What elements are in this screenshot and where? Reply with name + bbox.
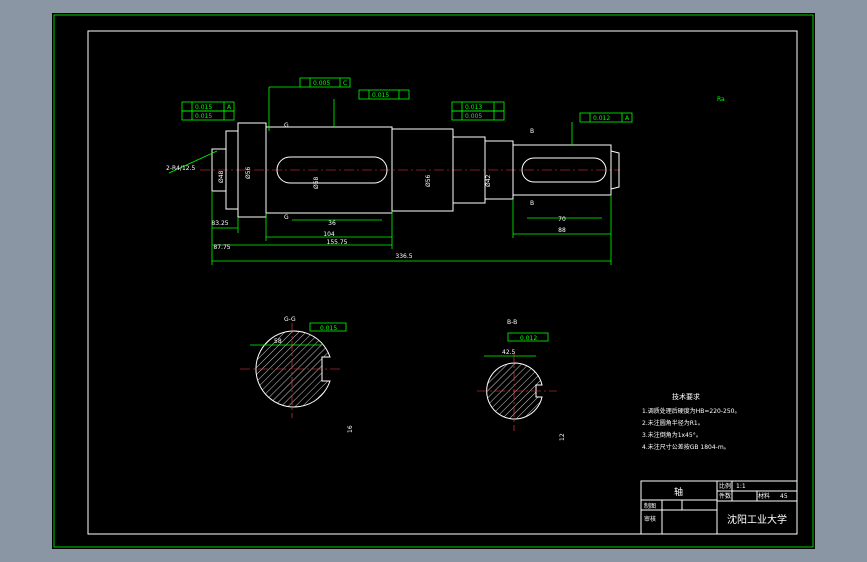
section-b-top: B [530,128,534,135]
inner-frame [87,30,798,535]
tol-4: 0.015 [372,92,389,99]
tech-note-1: 1.调质处理后硬度为HB=220-250。 [642,407,740,415]
qty-label: 件数 [719,492,731,500]
material-label: 材料 [758,492,770,500]
datum-ref-a2: A [625,115,630,122]
scale-value: 1:1 [736,483,746,490]
tech-notes-title: 技术要求 [672,392,700,401]
gg-width: 58 [274,338,282,345]
datum-ref-c: C [343,80,347,87]
part-name: 轴 [674,486,683,498]
dim-155-75: 155.75 [327,239,348,246]
title-block [640,480,798,535]
bb-width: 42.5 [502,349,516,356]
dia-c: Ø58 [313,176,320,189]
dimension-lines [168,150,612,265]
cad-viewport[interactable]: 336.5 155.75 104 87.75 83.25 36 70 88 2-… [52,13,815,549]
drawing-canvas: 336.5 155.75 104 87.75 83.25 36 70 88 2-… [53,14,814,548]
dim-chamfer: 2-R4/12.5 [166,165,196,172]
outer-frame [53,14,814,548]
section-g-bottom: G [284,214,289,221]
scale-label: 比例 [719,482,731,490]
tol-6: 0.005 [465,113,482,120]
shaft-outline [211,122,620,218]
tol-3: 0.005 [313,80,330,87]
dim-88: 88 [558,227,566,234]
dia-a: Ø48 [218,170,225,183]
bb-key: 12 [559,433,566,441]
tech-note-2: 2.未注圆角半径为R1。 [642,419,704,427]
dim-70: 70 [558,216,566,223]
material-value: 45 [780,493,788,500]
dim-83-25: 83.25 [211,220,228,227]
section-bb-title: B-B [507,319,517,326]
tol-bb: 0.012 [520,335,537,342]
dim-36: 36 [328,220,336,227]
drawn-label: 制图 [644,502,656,510]
school-name: 沈阳工业大学 [727,513,787,526]
tol-gg: 0.015 [320,325,337,332]
roughness-note: Ra [717,96,725,103]
dia-d: Ø56 [425,174,432,187]
check-label: 审核 [644,515,656,523]
tol-2: 0.015 [195,113,212,120]
tech-note-4: 4.未注尺寸公差按GB 1804-m。 [642,443,730,451]
dim-104: 104 [323,231,335,238]
dim-87-75: 87.75 [213,244,230,251]
section-b-bottom: B [530,200,534,207]
gg-key: 16 [347,425,354,433]
tolerance-frames [181,77,633,145]
dia-b: Ø56 [245,166,252,179]
tol-5: 0.013 [465,104,482,111]
section-g-top: G [284,122,289,129]
dim-336-5: 336.5 [395,253,412,260]
tol-1: 0.015 [195,104,212,111]
datum-ref-a: A [227,104,232,111]
section-gg [255,330,331,408]
dia-e: Ø42 [485,174,492,187]
tech-note-3: 3.未注倒角为1x45°。 [642,431,702,439]
tol-7: 0.012 [593,115,610,122]
section-gg-title: G-G [284,316,296,323]
